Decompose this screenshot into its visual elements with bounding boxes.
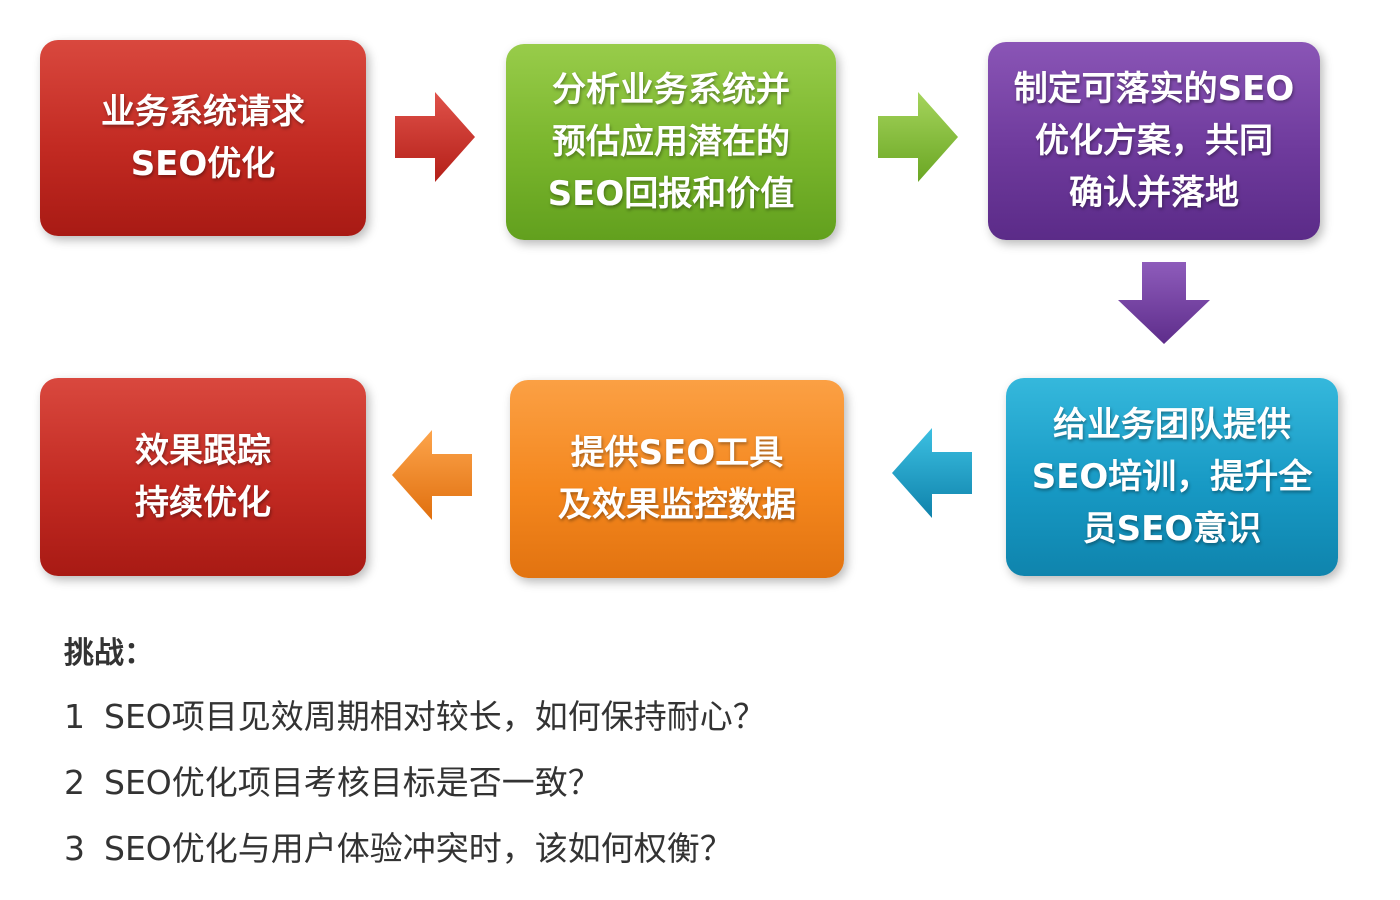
challenge-number: 2 [64,763,85,802]
step-tools-and-monitoring: 提供SEO工具 及效果监控数据 [510,380,844,578]
challenge-text: SEO优化项目考核目标是否一致？ [104,763,601,802]
challenge-text: SEO项目见效周期相对较长，如何保持耐心？ [104,697,766,736]
step-line: 员SEO意识 [1082,509,1262,549]
step-line: 及效果监控数据 [558,485,796,525]
step-line: 制定可落实的SEO [1013,69,1295,109]
arrow-down-icon [1118,262,1210,344]
step-line: SEO优化 [130,144,276,184]
step-line: 提供SEO工具 [570,433,784,473]
step-team-training: 给业务团队提供 SEO培训，提升全 员SEO意识 [1006,378,1338,576]
challenge-item: 3 SEO优化与用户体验冲突时，该如何权衡？ [64,816,766,882]
challenge-item: 2 SEO优化项目考核目标是否一致？ [64,750,766,816]
step-analyze-and-estimate: 分析业务系统并 预估应用潜在的 SEO回报和价值 [506,44,836,240]
step-line: 效果跟踪 [135,431,271,471]
step-line: 优化方案，共同 [1035,121,1273,161]
step-plan-and-implement: 制定可落实的SEO 优化方案，共同 确认并落地 [988,42,1320,240]
step-line: 分析业务系统并 [552,70,790,110]
arrow-right-icon [878,92,958,182]
step-line: 业务系统请求 [101,92,305,132]
challenge-text: SEO优化与用户体验冲突时，该如何权衡？ [104,829,733,868]
challenges-section: 挑战： 1 SEO项目见效周期相对较长，如何保持耐心？ 2 SEO优化项目考核目标是… [64,628,766,882]
arrow-left-icon [392,430,472,520]
challenge-number: 3 [64,829,85,868]
step-line: 确认并落地 [1069,173,1239,213]
arrow-right-icon [395,92,475,182]
arrow-left-icon [892,428,972,518]
step-track-and-optimize: 效果跟踪 持续优化 [40,378,366,576]
step-business-request: 业务系统请求 SEO优化 [40,40,366,236]
step-line: SEO培训，提升全 [1031,457,1313,497]
step-line: SEO回报和价值 [547,174,795,214]
step-line: 持续优化 [135,483,271,523]
step-line: 给业务团队提供 [1053,405,1291,445]
step-line: 预估应用潜在的 [552,122,790,162]
challenge-number: 1 [64,697,85,736]
challenge-item: 1 SEO项目见效周期相对较长，如何保持耐心？ [64,684,766,750]
challenges-title: 挑战： [64,636,154,671]
